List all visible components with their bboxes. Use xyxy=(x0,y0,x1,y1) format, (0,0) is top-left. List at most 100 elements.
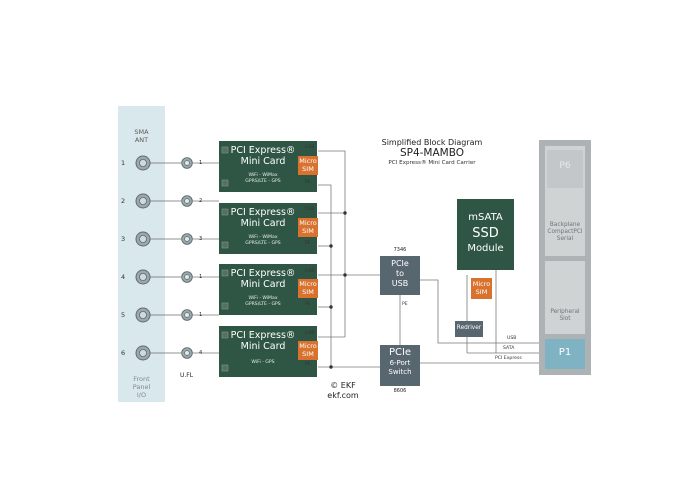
redriver-label: Redriver xyxy=(456,325,482,331)
diagram-title: Simplified Block Diagram xyxy=(381,138,483,147)
mini-card-features: WiFi - WiMax xyxy=(248,173,278,178)
card-sim-boxes xyxy=(298,156,318,360)
ufl-connector xyxy=(181,157,193,169)
backplane-label: Backplane xyxy=(549,222,581,228)
sim-label: Micro xyxy=(299,280,317,288)
sma-label: SMA xyxy=(134,128,149,136)
mini-card-features: WiFi - GPS xyxy=(251,360,275,365)
peripheral-slot xyxy=(545,261,585,334)
usb-signal-label: USB xyxy=(305,207,315,212)
p6-label: P6 xyxy=(559,161,571,171)
p1-connector xyxy=(545,339,585,369)
card-antenna-leads xyxy=(192,162,219,354)
sim-label-2: SIM xyxy=(302,227,314,235)
panel-label: Panel xyxy=(132,383,151,391)
ufl-connector xyxy=(181,309,193,321)
usb-bridge-label: PCIe xyxy=(391,259,409,268)
mini-card-title: PCI Express® xyxy=(230,145,296,156)
ufl-number: 1 xyxy=(199,160,203,166)
msata-module xyxy=(457,199,514,270)
ufl-number: 3 xyxy=(199,236,203,242)
usb-bridge-label-3: USB xyxy=(391,279,409,288)
copyright: © EKF xyxy=(330,381,356,390)
sma-connectors xyxy=(135,155,151,361)
redriver-chip xyxy=(455,321,483,337)
pcie-switch-label: PCIe xyxy=(388,347,412,358)
ufl-connector xyxy=(181,347,193,359)
sim-label-2: SIM xyxy=(302,350,314,358)
mini-card-features-2: GPRS/LTE - GPS xyxy=(245,179,281,184)
mini-card-title: PCI Express® xyxy=(230,268,296,279)
sim-label: Micro xyxy=(299,157,317,165)
pcie-switch-label-3: Switch xyxy=(388,368,412,376)
usb-signal-label: USB xyxy=(305,145,315,150)
sim-label-2: SIM xyxy=(302,288,314,296)
pcie-switch-part-number: 8606 xyxy=(393,388,407,394)
ufl-number: 4 xyxy=(199,350,203,356)
ufl-connector xyxy=(181,195,193,207)
usb-signal-label: USB xyxy=(507,336,517,341)
msata-sim-label: Micro xyxy=(472,280,491,288)
msata-label: mSATA xyxy=(468,212,503,223)
mini-card-title-2: Mini Card xyxy=(240,279,286,290)
ufl-connectors xyxy=(181,157,193,359)
peripheral-slot-label: Peripheral xyxy=(550,309,580,315)
pcie-switch-chip xyxy=(380,345,420,386)
sim-label: Micro xyxy=(299,219,317,227)
sim-label: Micro xyxy=(299,342,317,350)
usb-bridge-part-number: 7346 xyxy=(393,247,407,253)
peripheral-slot-label-2: Slot xyxy=(559,316,571,322)
pe-signal-label: PE xyxy=(402,302,408,307)
usb-bridge-label-2: to xyxy=(395,269,405,278)
sma-number: 3 xyxy=(121,235,126,243)
sma-connector xyxy=(135,307,151,323)
ufl-number: 2 xyxy=(199,198,203,204)
p1-label: P1 xyxy=(558,347,572,358)
sma-number: 1 xyxy=(121,159,126,167)
module-label: Module xyxy=(467,243,504,254)
ufl-connector xyxy=(181,271,193,283)
mini-card-title-2: Mini Card xyxy=(240,341,286,352)
usb-signal-label: USB xyxy=(305,331,315,336)
mini-card-title-2: Mini Card xyxy=(240,156,286,167)
ufl-connector xyxy=(181,233,193,245)
mini-card-features-2: GPRS/LTE - GPS xyxy=(245,302,281,307)
sma-connector xyxy=(135,193,151,209)
usb-bridge-chip xyxy=(380,256,420,295)
usb-signal-label: USB xyxy=(305,269,315,274)
pcie-switch-label-2: 6-Port xyxy=(389,359,411,367)
sim-label-2: SIM xyxy=(302,165,314,173)
mini-card-features: WiFi - WiMax xyxy=(248,296,278,301)
ssd-label: SSD xyxy=(472,226,499,241)
front-label: Front xyxy=(133,375,150,383)
sma-connector xyxy=(135,231,151,247)
pci-express-signal-label: PCI Express xyxy=(495,356,522,361)
sma-connector xyxy=(135,345,151,361)
card-antenna-pads xyxy=(221,146,229,372)
junction-dots xyxy=(329,211,347,369)
mini-card-title: PCI Express® xyxy=(230,207,296,218)
mini-card-features-2: GPRS/LTE - GPS xyxy=(245,241,281,246)
mini-card-title: PCI Express® xyxy=(230,330,296,341)
pe-signal-label: PE xyxy=(305,302,311,307)
backplane-p6-header xyxy=(547,150,583,188)
backplane-label-3: Serial xyxy=(556,236,574,242)
io-label: I/O xyxy=(136,391,147,399)
website: ekf.com xyxy=(327,391,359,400)
sma-connector xyxy=(135,269,151,285)
sma-number: 5 xyxy=(121,311,126,319)
sma-connector xyxy=(135,155,151,171)
ant-label: ANT xyxy=(134,136,149,144)
pe-signal-label: PE xyxy=(305,362,311,367)
msata-sim-label-2: SIM xyxy=(475,288,488,296)
product-name: SP4-MAMBO xyxy=(399,147,465,159)
sma-number: 4 xyxy=(121,273,126,281)
backplane-label-2: CompactPCI xyxy=(547,229,583,235)
pe-signal-label: PE xyxy=(305,241,311,246)
pe-signal-label: PE xyxy=(305,180,311,185)
sma-number: 6 xyxy=(121,349,126,357)
mini-card-features: WiFi - WiMax xyxy=(248,235,278,240)
ufl-number: 1 xyxy=(199,274,203,280)
diagram-subtitle: PCI Express® Mini Card Carrier xyxy=(388,160,476,166)
ufl-number: 1 xyxy=(199,312,203,318)
